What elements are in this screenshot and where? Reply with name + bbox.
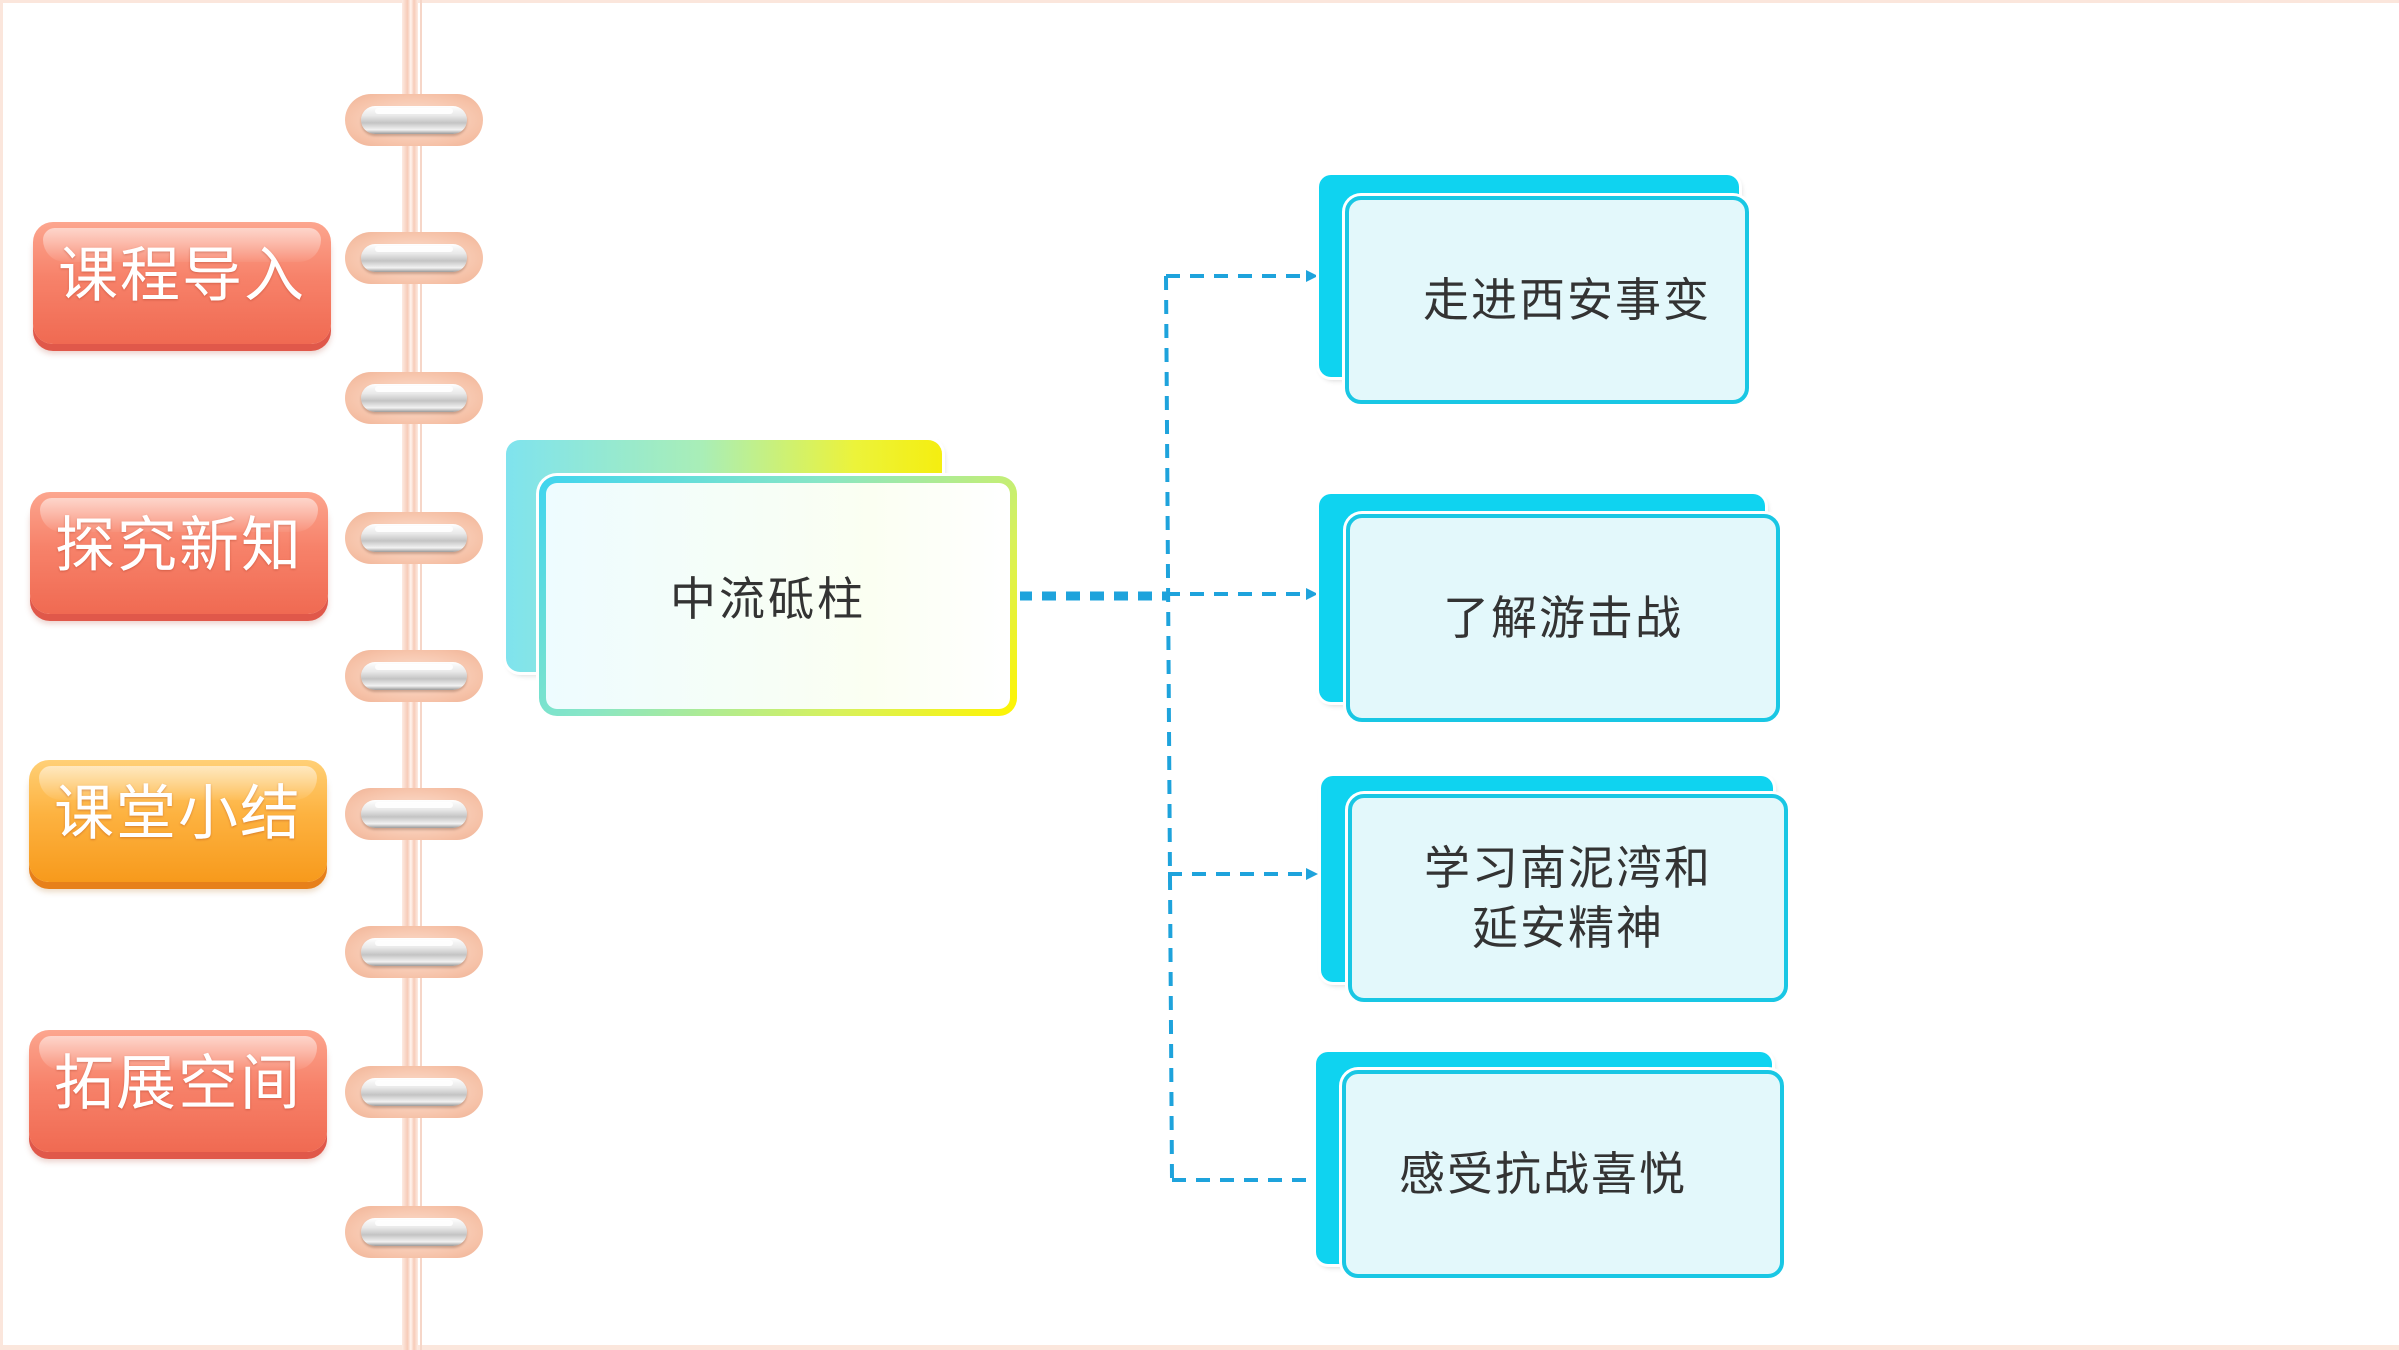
nav-tab-label: 探究新知: [55, 511, 303, 581]
arrow-head: [1306, 588, 1318, 600]
frame-bottom-border: [0, 1345, 2399, 1350]
branch-node-nanniwan-yanan[interactable]: 学习南泥湾和 延安精神: [1348, 794, 1788, 1002]
branch-node-label-line2: 延安精神: [1472, 901, 1664, 955]
branch-node-victory-joy[interactable]: 感受抗战喜悦: [1342, 1070, 1784, 1278]
nav-tab-label: 课堂小结: [54, 779, 302, 849]
arrow-head: [1306, 868, 1318, 880]
binder-ring: [345, 1206, 483, 1258]
frame-top-border: [0, 0, 2399, 3]
nav-tab-label: 课程导入: [58, 241, 306, 311]
nav-tab-class-summary[interactable]: 课堂小结: [29, 760, 327, 882]
nav-tab-explore-new[interactable]: 探究新知: [30, 492, 328, 614]
binder-ring: [345, 512, 483, 564]
branch-node-label: 感受抗战喜悦: [1399, 1147, 1687, 1201]
nav-tab-label: 拓展空间: [54, 1049, 302, 1119]
center-node[interactable]: 中流砥柱: [539, 476, 1017, 716]
nav-tab-extension[interactable]: 拓展空间: [29, 1030, 327, 1152]
branch-node-xian-incident[interactable]: 走进西安事变: [1345, 196, 1749, 404]
connector-vertical: [1164, 275, 1174, 1181]
branch-node-label: 了解游击战: [1443, 591, 1683, 645]
branch-node-guerrilla-war[interactable]: 了解游击战: [1346, 514, 1780, 722]
binder-ring: [345, 372, 483, 424]
center-node-label: 中流砥柱: [670, 572, 866, 626]
nav-tab-course-intro[interactable]: 课程导入: [33, 222, 331, 344]
binder-ring: [345, 926, 483, 978]
binder-ring: [345, 94, 483, 146]
frame-left-border: [0, 0, 3, 1350]
binder-ring: [345, 1066, 483, 1118]
arrow-head: [1306, 270, 1318, 282]
branch-node-label: 走进西安事变: [1423, 273, 1711, 327]
binder-ring: [345, 788, 483, 840]
branch-node-label-line1: 学习南泥湾和: [1424, 841, 1712, 895]
binder-ring: [345, 650, 483, 702]
binder-ring: [345, 232, 483, 284]
